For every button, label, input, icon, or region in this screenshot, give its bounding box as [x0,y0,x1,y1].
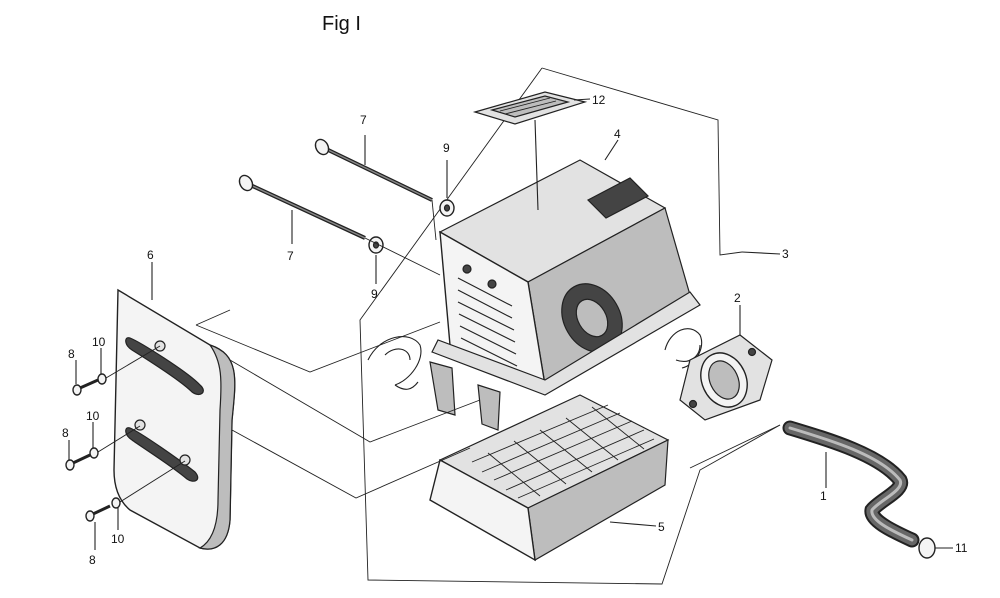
air-filter-element-part [429,394,670,562]
callout-7a: 7 [360,113,367,127]
hose-link-line [689,424,781,469]
leader-3 [741,251,781,255]
washer-10-middle [89,447,99,459]
long-bolt-upper-part [314,138,433,202]
bolt-path-line-a [431,199,437,241]
screw-upper-part [72,378,99,396]
callout-2: 2 [734,291,741,305]
leader-4 [604,139,619,161]
screw-lower-part [85,504,111,522]
leader-12-b [534,119,539,211]
shroud-plate-part [113,288,236,550]
washer-10-lower [111,497,121,509]
gasket-part [679,334,773,421]
alignment-line-a [195,321,441,373]
callout-10a: 10 [92,335,106,349]
clamp-spring-left [367,336,422,390]
assembly-outline-upper [541,67,743,256]
callout-11: 11 [955,541,968,555]
callout-6: 6 [147,248,154,262]
washer-10-upper [97,373,107,385]
leader-12 [573,98,591,101]
callout-9a: 9 [443,141,450,155]
callout-1: 1 [820,489,827,503]
breather-hose-part [782,420,920,548]
callout-12: 12 [592,93,606,107]
screw-middle-part [65,453,91,471]
callout-10c: 10 [111,532,125,546]
leader-5 [609,521,657,527]
bolt-path-line-b [364,237,441,276]
callout-8c: 8 [89,553,96,567]
air-cleaner-cover-part [429,159,701,431]
long-bolt-lower-part [238,174,366,240]
screw-path-upper [105,345,161,379]
callout-9b: 9 [371,287,378,301]
callout-10b: 10 [86,409,100,423]
screw-path-middle [97,425,141,453]
o-ring-part [918,537,936,559]
callout-5: 5 [658,520,665,534]
callout-3: 3 [782,247,789,261]
alignment-line-c [231,429,471,499]
screw-path-lower [119,460,186,503]
alignment-line-b [229,359,481,443]
callout-8b: 8 [62,426,69,440]
warning-decal-part [472,91,588,125]
alignment-line-d [195,309,231,326]
assembly-outline-left [359,67,781,585]
figure-title: Fig I [322,13,361,35]
callout-4: 4 [614,127,621,141]
callout-8a: 8 [68,347,75,361]
callout-7b: 7 [287,249,294,263]
